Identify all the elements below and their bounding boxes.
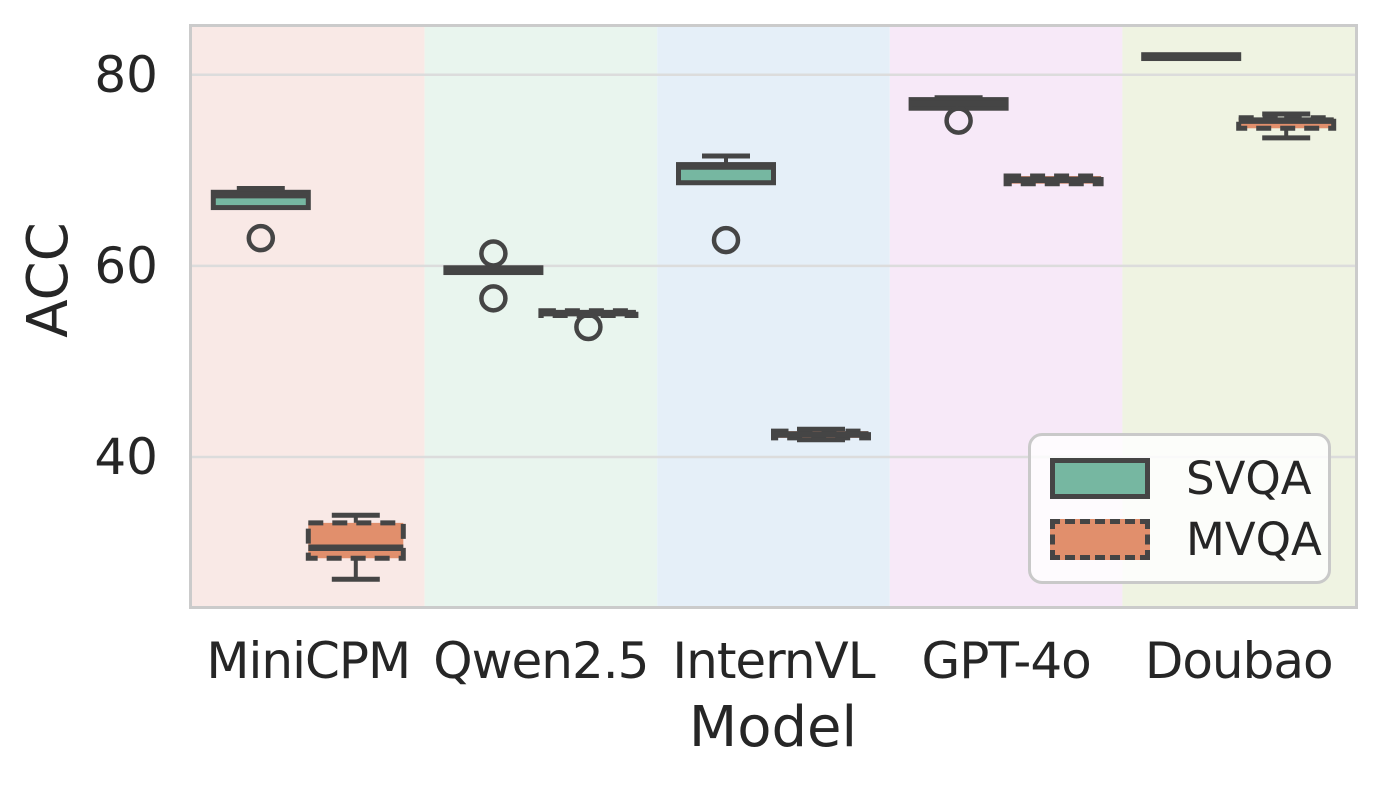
plot-area — [189, 24, 1358, 609]
x-tick-qwen2-5: Qwen2.5 — [433, 632, 649, 690]
outlier-svqa-qwen2-5-1 — [479, 284, 508, 313]
outlier-mvqa-qwen2-5-0 — [574, 312, 603, 342]
legend-entry-mvqa: MVQA — [1050, 517, 1328, 562]
legend-entry-svqa: SVQA — [1050, 456, 1328, 501]
outlier-svqa-qwen2-5-0 — [479, 239, 508, 268]
x-tick-gpt-4o: GPT-4o — [921, 632, 1091, 690]
y-tick-80: 80 — [94, 45, 158, 104]
y-tick-60: 60 — [94, 236, 158, 295]
category-band-minicpm — [192, 27, 425, 606]
x-tick-internvl: InternVL — [672, 632, 875, 690]
legend-swatch-mvqa — [1050, 518, 1150, 560]
x-tick-doubao: Doubao — [1144, 632, 1334, 690]
legend-label-svqa: SVQA — [1186, 451, 1312, 505]
x-axis-label: Model — [688, 695, 858, 760]
legend-swatch-svqa — [1050, 457, 1150, 499]
legend: SVQA MVQA — [1028, 433, 1331, 584]
y-tick-40: 40 — [94, 427, 158, 486]
x-tick-minicpm: MiniCPM — [206, 632, 411, 690]
outlier-svqa-minicpm-0 — [246, 223, 276, 253]
legend-label-mvqa: MVQA — [1186, 512, 1322, 566]
category-band-internvl — [657, 27, 890, 606]
boxplot-canvas — [192, 27, 1355, 606]
outlier-svqa-internvl-0 — [711, 225, 741, 255]
box-mvqa-minicpm — [305, 520, 406, 561]
outlier-svqa-gpt-4o-0 — [944, 106, 973, 135]
